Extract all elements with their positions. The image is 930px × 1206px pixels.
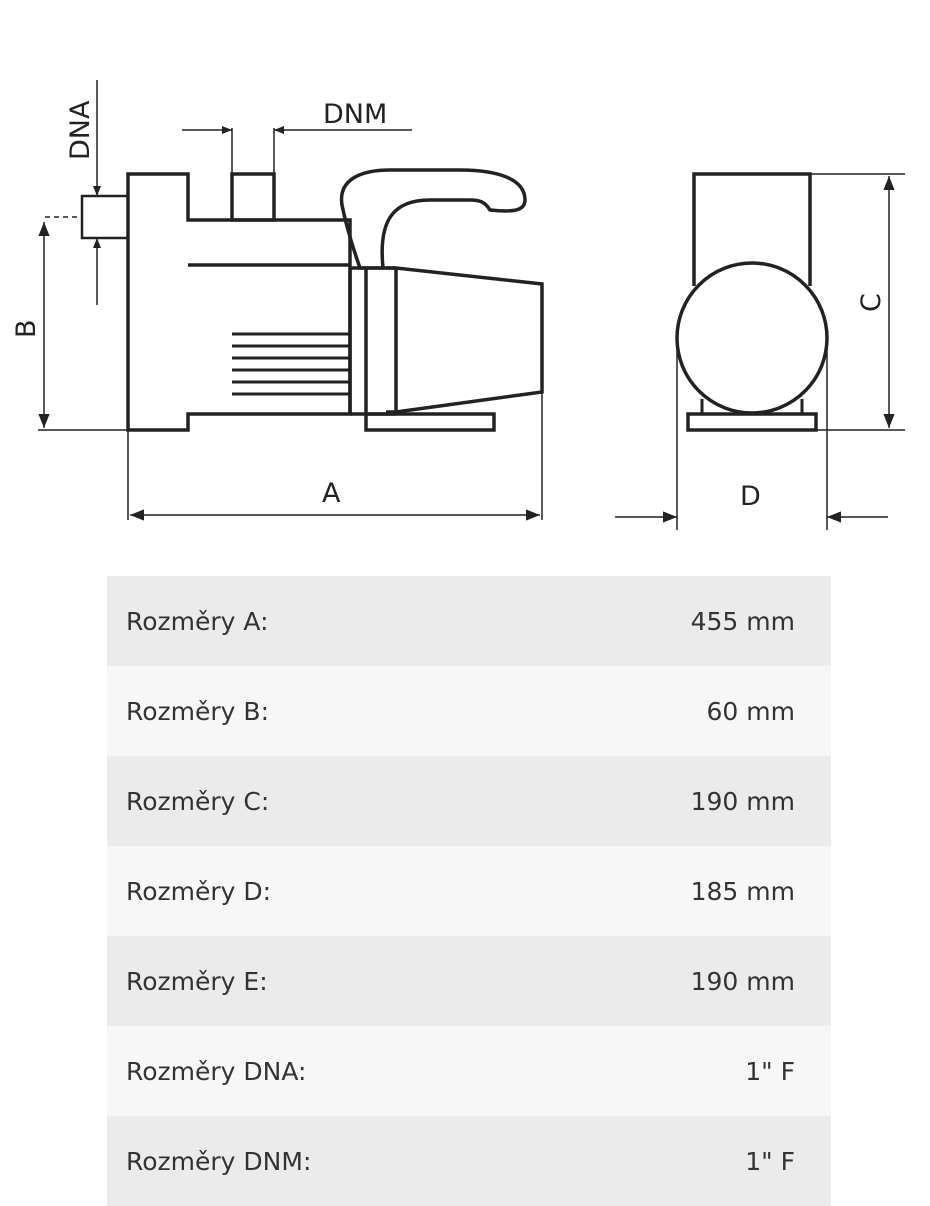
side-dimension-lines <box>38 80 543 521</box>
dim-label-b: B <box>11 319 42 338</box>
spec-row-e: Rozměry E: 190 mm <box>107 936 831 1026</box>
spec-row-a: Rozměry A: 455 mm <box>107 576 831 666</box>
spec-value: 190 mm <box>690 966 795 996</box>
spec-label: Rozměry E: <box>126 966 268 996</box>
spec-label: Rozměry DNM: <box>126 1146 312 1176</box>
spec-label: Rozměry B: <box>126 696 269 726</box>
spec-value: 1" F <box>745 1056 795 1086</box>
spec-value: 60 mm <box>706 696 795 726</box>
motor-cover <box>386 266 544 414</box>
spec-row-b: Rozměry B: 60 mm <box>107 666 831 756</box>
spec-row-dnm: Rozměry DNM: 1" F <box>107 1116 831 1206</box>
spec-label: Rozměry DNA: <box>126 1056 307 1086</box>
cooling-fins <box>232 332 350 396</box>
base-foot <box>364 412 496 432</box>
spec-row-c: Rozměry C: 190 mm <box>107 756 831 846</box>
spec-row-d: Rozměry D: 185 mm <box>107 846 831 936</box>
dim-label-d: D <box>740 481 761 512</box>
spec-row-dna: Rozměry DNA: 1" F <box>107 1026 831 1116</box>
spec-value: 185 mm <box>690 876 795 906</box>
pump-dimension-drawing: DNA DNM B A C D <box>11 80 905 530</box>
pump-side-view <box>80 168 544 432</box>
pump-body-outline <box>126 172 352 432</box>
front-base <box>686 412 818 432</box>
dim-label-dna: DNA <box>65 100 96 160</box>
dim-label-dnm: DNM <box>323 99 387 130</box>
front-housing <box>692 172 812 286</box>
spec-value: 1" F <box>745 1146 795 1176</box>
spec-label: Rozměry C: <box>126 786 270 816</box>
spec-value: 455 mm <box>690 606 795 636</box>
pump-front-view <box>675 172 829 432</box>
inlet-nozzle <box>80 194 130 240</box>
motor-circle <box>675 261 829 415</box>
spec-label: Rozměry D: <box>126 876 272 906</box>
dim-label-a: A <box>322 478 341 509</box>
spec-value: 190 mm <box>690 786 795 816</box>
front-dimension-lines <box>615 173 905 530</box>
dimension-specs-table: Rozměry A: 455 mm Rozměry B: 60 mm Rozmě… <box>107 576 831 1206</box>
dim-label-c: C <box>856 293 887 312</box>
spec-label: Rozměry A: <box>126 606 269 636</box>
carry-handle <box>339 168 527 270</box>
outlet-nozzle <box>230 172 276 222</box>
